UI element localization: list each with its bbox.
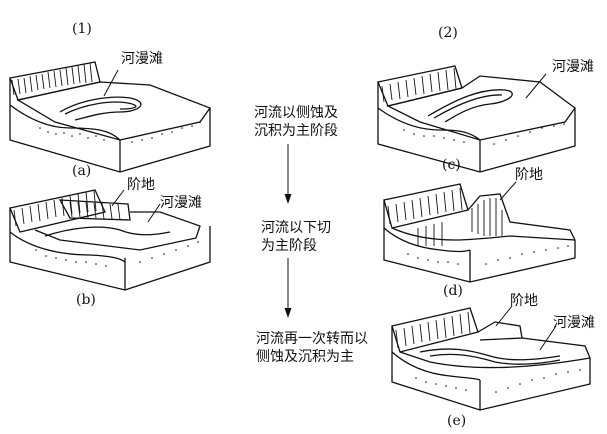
column-label-left: (1) [72,21,92,37]
panel-label-e: (e) [447,413,467,429]
annotation-terrace-b: 阶地 [127,177,155,193]
stage-text-downcutting: 河流以下切 为主阶段 [261,220,331,254]
panel-label-c: (c) [442,157,461,173]
panel-label-b: (b) [76,292,96,308]
annotation-floodplain-b: 河漫滩 [160,195,202,211]
annotation-terrace-d: 阶地 [515,167,543,183]
column-label-right: (2) [438,25,458,41]
annotation-floodplain-c: 河漫滩 [552,59,594,75]
stage-text-renewed-lateral: 河流再一次转而以 侧蚀及沉积为主 [256,331,368,365]
arrow-down-2 [284,258,292,318]
annotation-floodplain-e: 河漫滩 [553,315,595,331]
panel-label-a: (a) [72,163,92,179]
arrow-down-1 [284,144,292,204]
annotation-terrace-e: 阶地 [510,293,538,309]
annotation-floodplain-a: 河漫滩 [121,51,163,67]
panel-label-d: (d) [443,283,463,299]
stage-text-lateral-erosion: 河流以侧蚀及 沉积为主阶段 [254,105,338,139]
